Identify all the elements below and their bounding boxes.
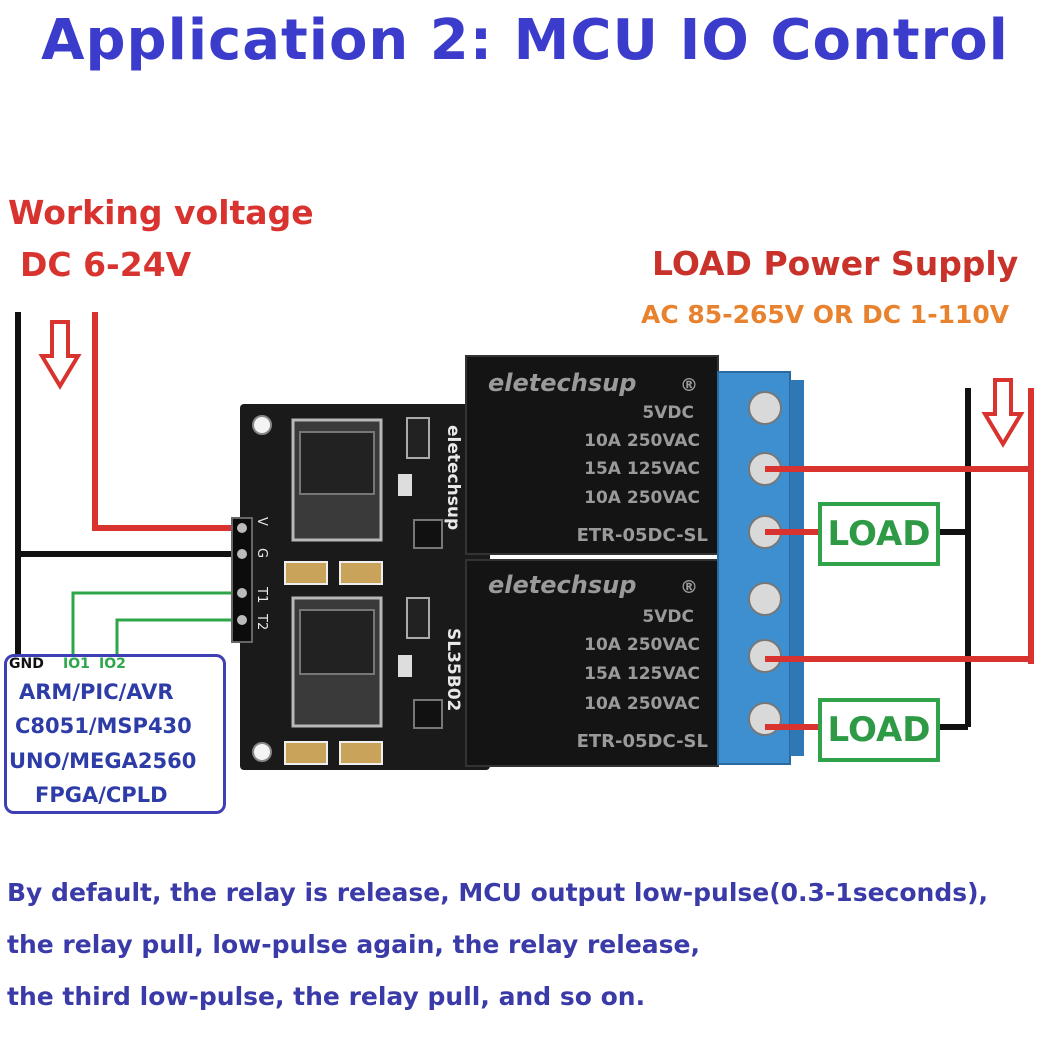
working-voltage-value: DC 6-24V [20, 245, 192, 284]
relay-1-line: 5VDC [642, 403, 694, 423]
header-pin [237, 549, 247, 559]
mcu-pin-io1: IO1 [63, 656, 90, 672]
registered-icon: ® [680, 577, 698, 598]
ic-chip [413, 519, 443, 549]
diode [406, 597, 430, 639]
screw-icon [748, 391, 782, 425]
working-voltage-label: Working voltage [8, 193, 314, 232]
header-pin [237, 588, 247, 598]
pin-label-v: V [254, 517, 269, 526]
down-arrow-icon [38, 320, 82, 390]
led [398, 655, 412, 677]
note-line: the relay pull, low-pulse again, the rel… [7, 930, 700, 959]
io1-wire [71, 591, 232, 658]
pin-header [231, 517, 253, 643]
relay-1-line: 10A 250VAC [584, 488, 700, 508]
relay-2-line: 5VDC [642, 607, 694, 627]
mcu-box [4, 654, 226, 814]
relay-1-line: 10A 250VAC [584, 431, 700, 451]
mcu-platform: UNO/MEGA2560 [9, 749, 197, 773]
smd-capacitor [339, 561, 383, 585]
pin-label-t2: T2 [254, 613, 269, 630]
mcu-platform: C8051/MSP430 [15, 714, 192, 738]
load-box-1: LOAD [818, 502, 940, 566]
relay-1-brand: eletechsup [488, 369, 636, 397]
terminal-block-side [790, 380, 804, 756]
vcc-wire [92, 312, 232, 531]
ic-chip [413, 699, 443, 729]
down-arrow-icon [981, 378, 1025, 448]
load-power-supply-label: LOAD Power Supply [652, 244, 1019, 283]
load-box-2: LOAD [818, 698, 940, 762]
pin-label-t1: T1 [254, 586, 269, 603]
relay-2-line: 10A 250VAC [584, 694, 700, 714]
led [398, 474, 412, 496]
relay-2-line: 10A 250VAC [584, 635, 700, 655]
io2-wire [115, 618, 232, 658]
smd-capacitor [284, 561, 328, 585]
relay-1 [465, 355, 719, 555]
mcu-platform: ARM/PIC/AVR [19, 680, 174, 704]
board-brand-label: eletechsup [443, 425, 463, 530]
mosfet-2-body [299, 609, 375, 675]
mount-hole [252, 742, 272, 762]
relay-2 [465, 559, 719, 767]
screw-icon [748, 702, 782, 736]
screw-icon [748, 582, 782, 616]
header-pin [237, 615, 247, 625]
mcu-pin-io2: IO2 [99, 656, 126, 672]
terminal-block [717, 371, 791, 765]
mcu-pin-gnd: GND [9, 656, 44, 672]
board-model-label: SL35B02 [443, 628, 463, 711]
registered-icon: ® [680, 375, 698, 396]
relay-1-line: ETR-05DC-SL [577, 525, 708, 546]
relay-2-line: 15A 125VAC [584, 664, 700, 684]
smd-capacitor [284, 741, 328, 765]
smd-capacitor [339, 741, 383, 765]
mosfet-1-body [299, 431, 375, 495]
relay-2-line: ETR-05DC-SL [577, 731, 708, 752]
relay-1-line: 15A 125VAC [584, 459, 700, 479]
header-pin [237, 523, 247, 533]
load-power-supply-range: AC 85-265V OR DC 1-110V [641, 300, 1010, 329]
mount-hole [252, 415, 272, 435]
page-title: Application 2: MCU IO Control [41, 8, 1009, 73]
note-line: By default, the relay is release, MCU ou… [7, 878, 989, 907]
mcu-platform: FPGA/CPLD [35, 783, 168, 807]
note-line: the third low-pulse, the relay pull, and… [7, 982, 646, 1011]
diode [406, 417, 430, 459]
pin-label-g: G [254, 548, 269, 558]
relay-2-brand: eletechsup [488, 571, 636, 599]
